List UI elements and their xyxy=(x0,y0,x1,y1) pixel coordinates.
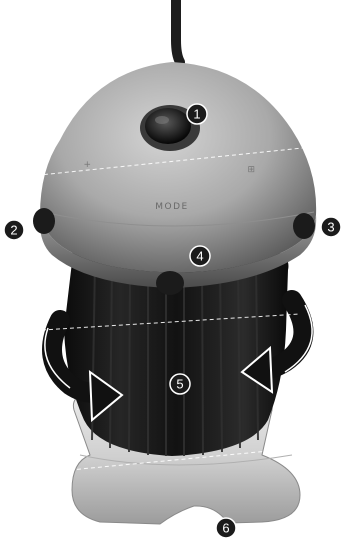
callout-6-label: 6 xyxy=(222,521,229,536)
callout-6: 6 xyxy=(216,518,236,538)
top-housing: MODE + ⊞ xyxy=(40,62,316,288)
front-button xyxy=(156,271,184,295)
right-engraving: ⊞ xyxy=(247,165,256,175)
callout-5-label: 5 xyxy=(176,377,183,392)
callout-4-label: 4 xyxy=(196,249,203,264)
callout-3-label: 3 xyxy=(327,220,334,235)
side-button-right xyxy=(293,213,315,239)
callout-1-label: 1 xyxy=(193,107,200,122)
callout-2: 2 xyxy=(4,220,24,240)
power-cable xyxy=(176,0,180,62)
left-engraving: + xyxy=(83,160,92,170)
callout-2-label: 2 xyxy=(10,223,17,238)
callout-5: 5 xyxy=(170,374,190,394)
side-button-left xyxy=(33,208,55,234)
callout-1: 1 xyxy=(187,104,207,124)
callout-4: 4 xyxy=(190,246,210,266)
callout-3: 3 xyxy=(321,217,341,237)
mode-engraving: MODE xyxy=(155,202,188,212)
